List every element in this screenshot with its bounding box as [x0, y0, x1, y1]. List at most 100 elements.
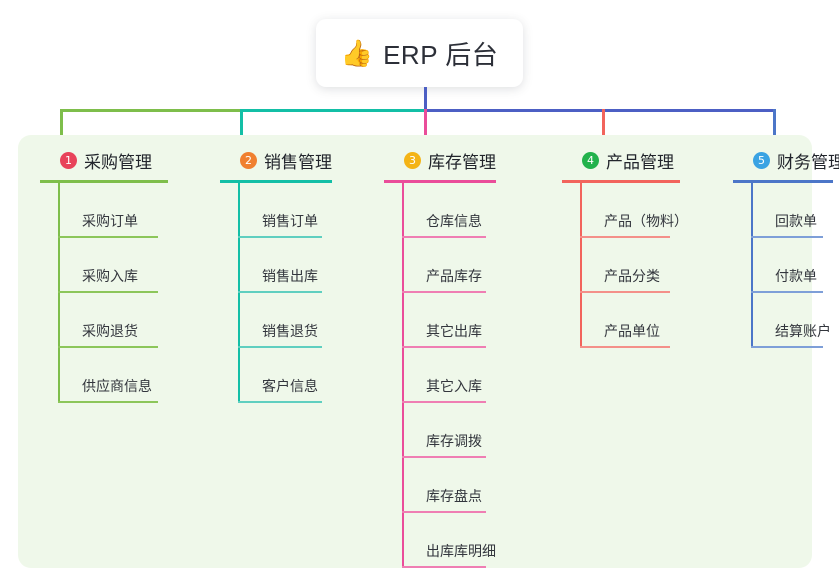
branch-item-rule	[580, 236, 670, 238]
branch-header-rule-5	[733, 180, 833, 183]
branch-title-2: 销售管理	[264, 152, 332, 172]
branch-item-label: 库存盘点	[426, 488, 482, 504]
drop-connector-3	[424, 109, 427, 139]
branch-item-rule	[58, 236, 158, 238]
branch-item-label: 销售订单	[262, 213, 318, 229]
branch-item[interactable]: 供应商信息	[58, 348, 158, 403]
branch-item[interactable]: 结算账户	[751, 293, 831, 348]
branch-header-rule-2	[220, 180, 332, 183]
branch-item[interactable]: 付款单	[751, 238, 823, 293]
branch-item-rule	[402, 236, 486, 238]
branch-item-label: 供应商信息	[82, 378, 152, 394]
branch-item[interactable]: 客户信息	[238, 348, 322, 403]
branch-item-label: 采购入库	[82, 268, 138, 284]
branch-item[interactable]: 产品分类	[580, 238, 670, 293]
branch-item[interactable]: 出库库明细	[402, 513, 496, 568]
branch-items-4: 产品（物料） 产品分类产品单位	[580, 183, 688, 348]
branch-badge-2: 2	[240, 151, 257, 169]
branch-title-5: 财务管理	[777, 152, 839, 172]
branch-item-label: 销售出库	[262, 268, 318, 284]
branch-spine-5	[751, 183, 753, 348]
branch-header-1[interactable]: 1 采购管理	[40, 145, 168, 175]
bus-connector-segment-3	[424, 109, 776, 112]
branch-item-rule	[238, 401, 322, 403]
branch-item[interactable]: 其它入库	[402, 348, 486, 403]
branch-item-label: 库存调拨	[426, 433, 482, 449]
branch-item[interactable]: 其它出库	[402, 293, 486, 348]
branch-item-label: 产品分类	[604, 268, 660, 284]
branch-item-label: 产品库存	[426, 268, 482, 284]
branch-item-rule	[751, 346, 823, 348]
branch-item-rule	[238, 236, 322, 238]
branch-item[interactable]: 采购订单	[58, 183, 158, 238]
root-node-erp-backend[interactable]: 👍 ERP 后台	[316, 19, 523, 87]
branch-item[interactable]: 产品（物料）	[580, 183, 688, 238]
branch-spine-3	[402, 183, 404, 568]
branch-header-rule-1	[40, 180, 168, 183]
root-node-title: ERP 后台	[383, 39, 499, 70]
branch-title-1: 采购管理	[84, 152, 152, 172]
branch-item-label: 其它出库	[426, 323, 482, 339]
branch-item-label: 采购退货	[82, 323, 138, 339]
branch-item-rule	[402, 291, 486, 293]
branch-item[interactable]: 仓库信息	[402, 183, 486, 238]
branch-item[interactable]: 产品库存	[402, 238, 486, 293]
root-node-content: 👍 ERP 后台	[341, 35, 499, 72]
branch-item[interactable]: 库存调拨	[402, 403, 486, 458]
branch-item-label: 客户信息	[262, 378, 318, 394]
branch-badge-4: 4	[582, 151, 599, 169]
branch-item[interactable]: 采购入库	[58, 238, 158, 293]
branch-item-rule	[238, 291, 322, 293]
branch-item[interactable]: 销售订单	[238, 183, 322, 238]
branch-column-2: 2 销售管理销售订单销售出库销售退货客户信息	[220, 145, 332, 403]
branch-item-rule	[402, 401, 486, 403]
branch-header-3[interactable]: 3 库存管理	[384, 145, 496, 175]
bus-connector-segment-1	[60, 109, 241, 112]
branch-item-label: 仓库信息	[426, 213, 482, 229]
branch-item-rule	[751, 291, 823, 293]
branch-title-3: 库存管理	[428, 152, 496, 172]
branch-item-rule	[751, 236, 823, 238]
branch-item-rule	[580, 291, 670, 293]
branch-item-label: 其它入库	[426, 378, 482, 394]
drop-connector-4	[602, 109, 605, 139]
branch-spine-2	[238, 183, 240, 403]
branch-item-rule	[58, 346, 158, 348]
branch-header-rule-4	[562, 180, 680, 183]
branch-item[interactable]: 销售出库	[238, 238, 322, 293]
trunk-connector	[424, 87, 427, 111]
branch-item-rule	[402, 456, 486, 458]
branch-item-rule	[238, 346, 322, 348]
branch-item-rule	[402, 346, 486, 348]
branch-item[interactable]: 产品单位	[580, 293, 670, 348]
branch-item-rule	[580, 346, 670, 348]
branch-item[interactable]: 回款单	[751, 183, 823, 238]
branch-items-3: 仓库信息产品库存其它出库其它入库库存调拨库存盘点出库库明细	[402, 183, 496, 568]
branch-item-rule	[58, 401, 158, 403]
branch-item-label: 结算账户	[775, 323, 831, 339]
branch-badge-3: 3	[404, 151, 421, 169]
branch-items-5: 回款单付款单结算账户	[751, 183, 833, 348]
branch-item-rule	[402, 566, 486, 568]
branches-panel: 1 采购管理采购订单采购入库采购退货供应商信息 2 销售管理销售订单销售出库销售退货客…	[18, 135, 839, 568]
branch-header-rule-3	[384, 180, 496, 183]
branch-item[interactable]: 库存盘点	[402, 458, 486, 513]
branch-item-rule	[402, 511, 486, 513]
branch-spine-1	[58, 183, 60, 403]
drop-connector-5	[773, 109, 776, 139]
thumbs-up-icon: 👍	[340, 38, 374, 68]
branch-item[interactable]: 销售退货	[238, 293, 322, 348]
branch-spine-4	[580, 183, 582, 348]
branch-item-label: 付款单	[775, 268, 817, 284]
drop-connector-1	[60, 109, 63, 139]
branch-item-label: 产品单位	[604, 323, 660, 339]
branch-badge-1: 1	[60, 151, 77, 169]
branch-header-2[interactable]: 2 销售管理	[220, 145, 332, 175]
branch-column-1: 1 采购管理采购订单采购入库采购退货供应商信息	[40, 145, 168, 403]
branch-item[interactable]: 采购退货	[58, 293, 158, 348]
branch-item-label: 回款单	[775, 213, 817, 229]
